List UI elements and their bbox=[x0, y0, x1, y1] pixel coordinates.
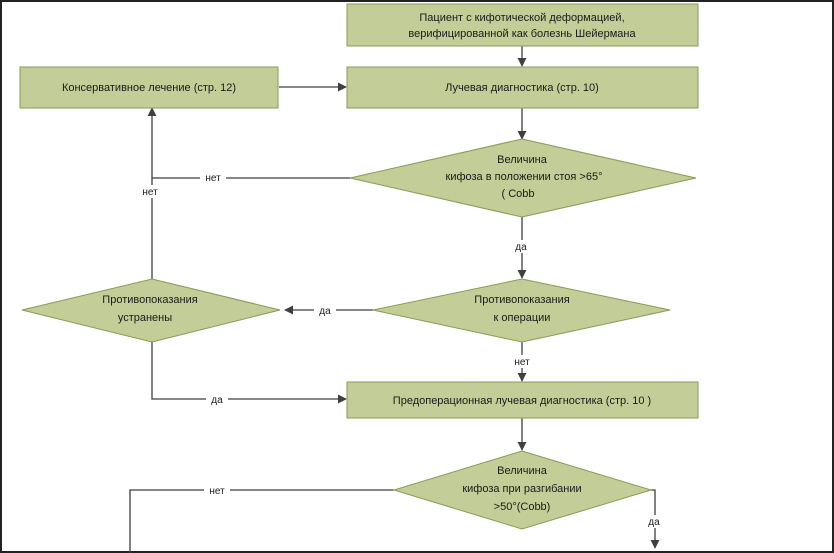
label-bending-no: нет bbox=[209, 486, 225, 497]
node-contra-removed-diamond bbox=[21, 278, 281, 343]
edge-bending-no bbox=[129, 489, 394, 553]
node-kyphosis-bending-line1: Величина bbox=[497, 465, 548, 477]
label-standing-no: нет bbox=[205, 173, 221, 184]
node-kyphosis-bending-diamond bbox=[392, 450, 653, 530]
node-kyphosis-standing: Величина кифоза в положении стоя >65° ( … bbox=[349, 138, 697, 218]
edge-standing-no bbox=[147, 107, 350, 179]
node-conservative-label: Консервативное лечение (стр. 12) bbox=[62, 82, 236, 94]
node-contra-surgery-line1: Противопоказания bbox=[474, 294, 569, 306]
node-conservative-box bbox=[19, 66, 279, 109]
edge-removed-yes bbox=[151, 342, 347, 404]
node-contra-surgery-line2: к операции bbox=[494, 312, 551, 324]
node-preop-radiology: Предоперационная лучевая диагностика (ст… bbox=[346, 381, 699, 419]
node-kyphosis-standing-diamond bbox=[349, 138, 697, 218]
label-removed-yes: да bbox=[211, 395, 223, 406]
label-bending-yes: да bbox=[648, 517, 660, 528]
edge-labels: нет нет да да нет да нет да bbox=[137, 171, 665, 528]
label-removed-no: нет bbox=[142, 187, 158, 198]
node-contra-removed-line1: Противопоказания bbox=[102, 294, 197, 306]
node-kyphosis-standing-line3: ( Cobb bbox=[501, 188, 534, 200]
label-contra-yes: да bbox=[319, 306, 331, 317]
node-radiology-box bbox=[346, 66, 699, 109]
node-radiology-label: Лучевая диагностика (стр. 10) bbox=[445, 82, 599, 94]
node-kyphosis-standing-line1: Величина bbox=[497, 154, 548, 166]
label-contra-no: нет bbox=[514, 357, 530, 368]
label-standing-yes: да bbox=[515, 242, 527, 253]
node-contra-surgery-diamond bbox=[372, 278, 671, 343]
node-kyphosis-bending-line3: >50°(Cobb) bbox=[494, 501, 551, 513]
node-preop-radiology-box bbox=[346, 381, 699, 419]
node-radiology: Лучевая диагностика (стр. 10) bbox=[346, 66, 699, 109]
node-patient: Пациент с кифотической деформацией, вери… bbox=[346, 3, 699, 47]
node-kyphosis-bending-line2: кифоза при разгибании bbox=[462, 483, 581, 495]
node-patient-line2: верифицированной как болезнь Шейермана bbox=[408, 28, 636, 40]
node-contra-removed-line2: устранены bbox=[118, 312, 172, 324]
node-contra-surgery: Противопоказания к операции bbox=[372, 278, 671, 343]
node-kyphosis-bending: Величина кифоза при разгибании >50°(Cobb… bbox=[392, 450, 653, 530]
node-preop-radiology-label: Предоперационная лучевая диагностика (ст… bbox=[393, 395, 651, 407]
node-kyphosis-standing-line2: кифоза в положении стоя >65° bbox=[446, 171, 603, 183]
node-patient-box bbox=[346, 3, 699, 47]
node-patient-line1: Пациент с кифотической деформацией, bbox=[419, 12, 624, 24]
node-conservative: Консервативное лечение (стр. 12) bbox=[19, 66, 279, 109]
node-contra-removed: Противопоказания устранены bbox=[21, 278, 281, 343]
